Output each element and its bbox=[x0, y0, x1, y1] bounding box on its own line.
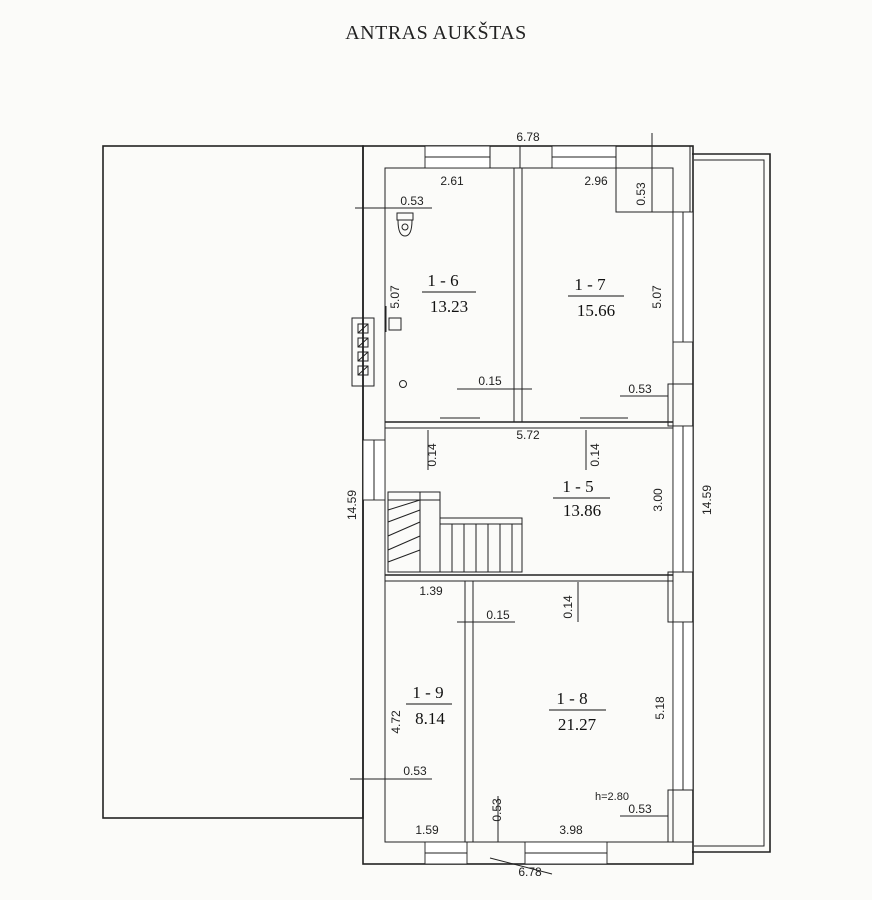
dim-r17-wall: 0.53 bbox=[634, 182, 648, 206]
room-1-8: 1 - 8 21.27 bbox=[549, 689, 606, 734]
dim-r18-length: 5.18 bbox=[653, 696, 667, 720]
dim-r16-partition: 0.15 bbox=[478, 374, 502, 388]
interior-partitions bbox=[385, 167, 673, 843]
room-1-7: 1 - 7 15.66 bbox=[568, 275, 624, 320]
dim-r15-wall-left: 0.14 bbox=[425, 443, 439, 467]
dim-top-total: 6.78 bbox=[516, 130, 540, 144]
staircase bbox=[387, 491, 523, 573]
plan-title: ANTRAS AUKŠTAS bbox=[345, 22, 527, 44]
room-id: 1 - 8 bbox=[556, 689, 587, 708]
adjacent-building-right bbox=[692, 153, 771, 853]
dim-r16-width: 2.61 bbox=[440, 174, 464, 188]
room-area: 8.14 bbox=[415, 709, 445, 728]
dim-r18-partition: 0.15 bbox=[486, 608, 510, 622]
boiler-icon bbox=[388, 317, 402, 331]
dim-total-length-right: 14.59 bbox=[700, 485, 714, 515]
dimension-lines bbox=[350, 133, 668, 875]
dim-r19-bottom: 1.59 bbox=[415, 823, 439, 837]
dim-r18-bottom: 3.98 bbox=[559, 823, 583, 837]
dim-bottom-total: 6.78 bbox=[518, 865, 542, 879]
room-1-9: 1 - 9 8.14 bbox=[406, 683, 452, 728]
dim-r17-ext-wall: 0.53 bbox=[628, 382, 652, 396]
dim-r19-wall: 0.53 bbox=[403, 764, 427, 778]
dim-r17-width: 2.96 bbox=[584, 174, 608, 188]
toilet-icon bbox=[396, 212, 414, 237]
room-area: 13.86 bbox=[563, 501, 601, 520]
room-area: 15.66 bbox=[577, 301, 615, 320]
room-area: 21.27 bbox=[558, 715, 597, 734]
adjacent-building-left bbox=[102, 145, 364, 819]
room-id: 1 - 9 bbox=[412, 683, 443, 702]
dim-r16-length: 5.07 bbox=[388, 285, 402, 309]
dim-total-length-left: 14.59 bbox=[345, 490, 359, 520]
dim-r19-width: 1.39 bbox=[419, 584, 443, 598]
room-1-6: 1 - 6 13.23 bbox=[422, 271, 476, 316]
dim-r18-wall-left: 0.53 bbox=[490, 798, 504, 822]
dim-r15-depth: 3.00 bbox=[651, 488, 665, 512]
room-id: 1 - 5 bbox=[562, 477, 593, 496]
dim-r15-width: 5.72 bbox=[516, 428, 540, 442]
heating-panel-icon bbox=[351, 317, 375, 387]
room-id: 1 - 6 bbox=[427, 271, 458, 290]
dimension-labels: 6.78 2.61 2.96 0.53 0.53 5.07 5.07 0.15 … bbox=[345, 130, 714, 879]
dim-r15-wall-right: 0.14 bbox=[588, 443, 602, 467]
exterior-walls bbox=[362, 145, 694, 865]
floor-drain-icon bbox=[399, 380, 407, 388]
dim-r18-wall-right: 0.53 bbox=[628, 802, 652, 816]
dim-r17-length: 5.07 bbox=[650, 285, 664, 309]
dim-r18-wall-top: 0.14 bbox=[561, 595, 575, 619]
dim-r18-height: h=2.80 bbox=[595, 791, 629, 803]
room-1-5: 1 - 5 13.86 bbox=[553, 477, 610, 520]
room-id: 1 - 7 bbox=[574, 275, 606, 294]
room-area: 13.23 bbox=[430, 297, 468, 316]
dim-r19-length: 4.72 bbox=[389, 710, 403, 734]
dim-r16-wall: 0.53 bbox=[400, 194, 424, 208]
